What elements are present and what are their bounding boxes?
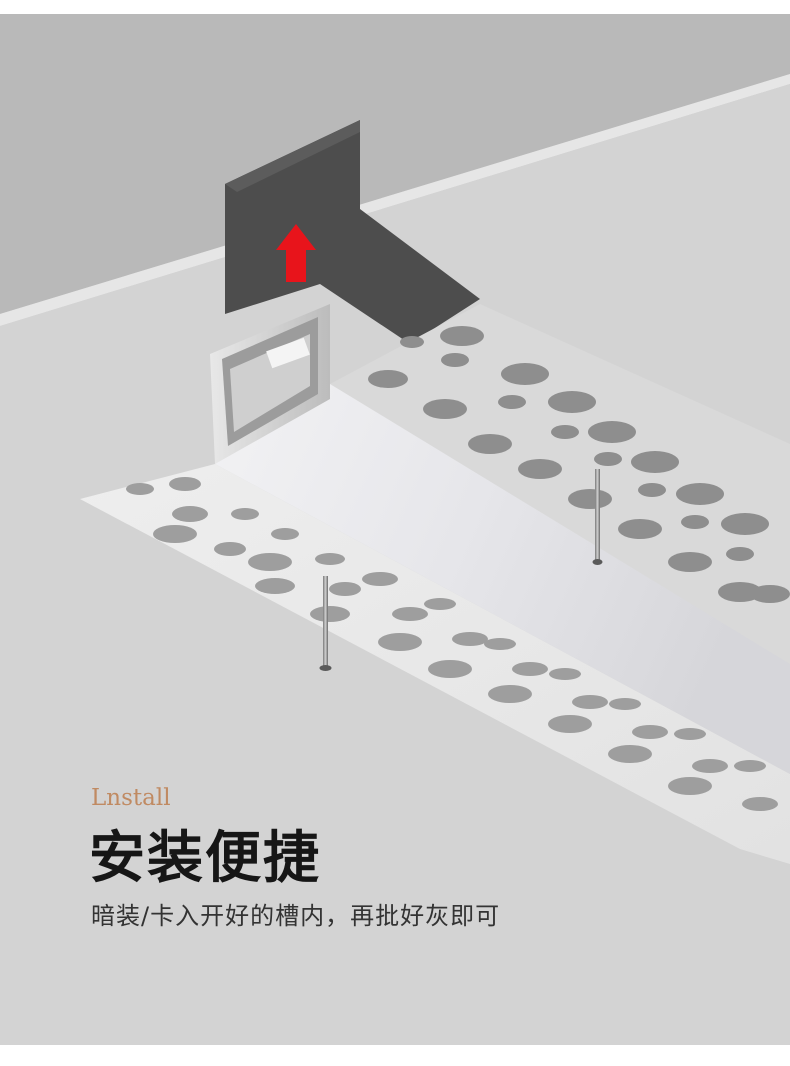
ceiling-cutout-block [225, 120, 480, 344]
diffuser-cover [215, 384, 790, 774]
brand-word: Lnstall [91, 785, 171, 811]
left-flange-holes [126, 477, 778, 811]
up-arrow-icon [276, 224, 316, 282]
right-flange [330, 304, 790, 664]
right-flange-holes [368, 326, 790, 603]
ceiling-edge-highlight [0, 74, 790, 326]
cutout-top-face [225, 120, 360, 192]
upper-ceiling-plane [0, 14, 790, 314]
install-description: 暗装/卡入开好的槽内，再批好灰即可 [91, 902, 501, 930]
product-scene-panel: Lnstall 安装便捷 暗装/卡入开好的槽内，再批好灰即可 [0, 14, 790, 1045]
left-screw [319, 576, 332, 671]
headline: 安装便捷 [89, 826, 321, 891]
led-profile-illustration [0, 14, 790, 1045]
profile-end-section [210, 304, 330, 464]
right-screw [592, 469, 603, 565]
